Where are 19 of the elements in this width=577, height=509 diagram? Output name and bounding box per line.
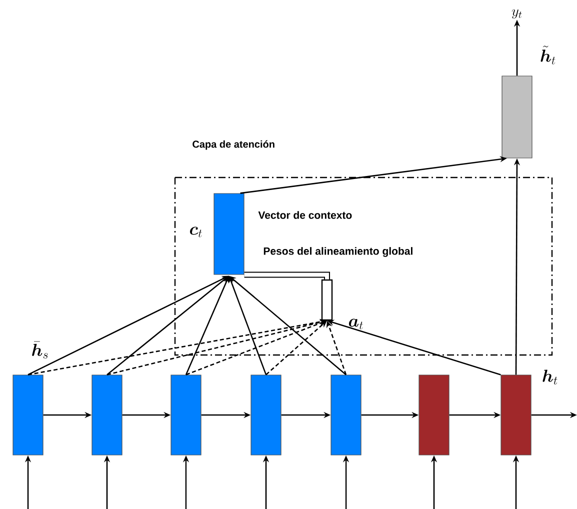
cell-box xyxy=(502,76,532,158)
frame-heading: Capa de atención xyxy=(192,140,274,150)
text-label: Pesos del alineamiento global xyxy=(264,247,412,257)
cell-box xyxy=(500,374,532,456)
cell-box xyxy=(330,374,362,456)
cell-box xyxy=(418,374,450,456)
math-label: $\boldsymbol{a}_t$ xyxy=(348,318,363,330)
cell-box xyxy=(250,374,282,456)
cell-box xyxy=(170,374,202,456)
math-label: $\tilde{\boldsymbol{h}}_t$ xyxy=(540,46,556,64)
text-label: Vector de contexto xyxy=(258,211,352,219)
cell-box xyxy=(12,374,44,456)
attention-bar xyxy=(321,279,333,321)
math-label: $\boldsymbol{c}_t$ xyxy=(190,226,202,238)
math-label: $\boldsymbol{h}_t$ xyxy=(542,370,558,384)
cell-box xyxy=(214,193,244,275)
output-label: $y_t$ xyxy=(512,9,522,19)
math-label: $\bar{\boldsymbol{h}}_s$ xyxy=(32,341,48,359)
cell-box xyxy=(92,374,122,456)
